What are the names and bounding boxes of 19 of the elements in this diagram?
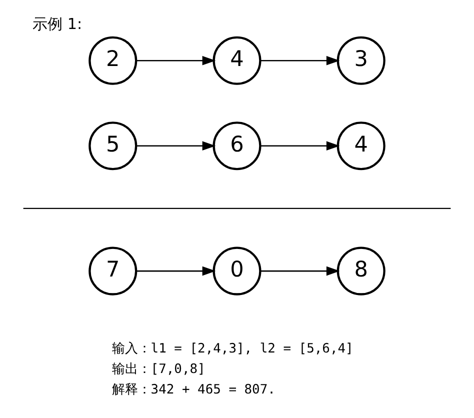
arrow bbox=[260, 266, 340, 276]
node-circle: 7 bbox=[88, 246, 138, 296]
arrow bbox=[136, 56, 216, 66]
label: 解释：342 + 465 = 807. bbox=[112, 382, 276, 398]
arrow bbox=[260, 141, 340, 151]
node-circle: 8 bbox=[336, 246, 386, 296]
arrow bbox=[136, 141, 216, 151]
node-circle: 0 bbox=[212, 246, 262, 296]
diagram-title: 示例 1: bbox=[32, 14, 82, 33]
label: 输出：[7,0,8] bbox=[112, 362, 206, 378]
arrow bbox=[136, 266, 216, 276]
node-circle: 2 bbox=[88, 36, 138, 85]
node-circle: 4 bbox=[336, 122, 386, 170]
node-circle: 4 bbox=[212, 36, 262, 85]
node-circle: 5 bbox=[88, 122, 138, 170]
label: 输入：l1 = [2,4,3], l2 = [5,6,4] bbox=[112, 342, 354, 357]
node-circle: 6 bbox=[212, 122, 262, 170]
node-circle: 3 bbox=[336, 36, 386, 85]
arrow bbox=[260, 56, 340, 66]
